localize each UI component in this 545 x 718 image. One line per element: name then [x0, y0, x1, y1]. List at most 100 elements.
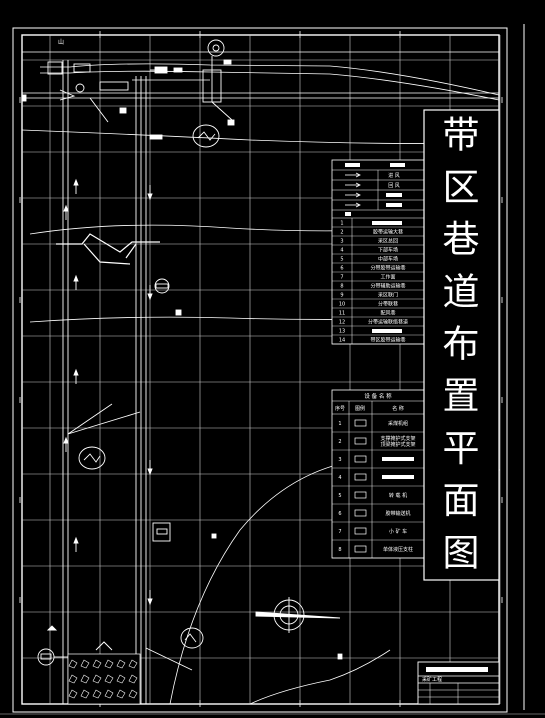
shaft-mark-label: 山: [58, 38, 64, 46]
title-character: 面: [443, 479, 480, 522]
equipment-row-number: 7: [338, 529, 341, 535]
equipment-icon: [354, 419, 367, 427]
equipment-col-name: 名 称: [392, 405, 404, 412]
rock-hatch-mark: [80, 659, 90, 669]
legend-row-name: 工作面: [380, 274, 395, 281]
outer-frame: [12, 27, 508, 713]
legend-row-name: 下部车场: [378, 247, 398, 254]
legend-row-number: 4: [340, 248, 343, 254]
equipment-icon: [354, 437, 367, 445]
rock-hatch-mark: [104, 689, 114, 699]
legend-symbol-label: 回 风: [388, 183, 400, 189]
title-character: 图: [443, 531, 480, 574]
fan-symbol: [192, 124, 220, 148]
legend-arrow-symbol: [355, 192, 361, 198]
rock-hatch-mark: [92, 659, 102, 669]
equipment-row-name: 单体液压支柱: [383, 546, 413, 553]
legend-row-number: 5: [340, 257, 343, 263]
title-character: 置: [443, 375, 480, 418]
legend-row-number: 2: [340, 230, 343, 236]
legend-arrow-symbol: [355, 172, 361, 178]
rock-hatch-mark: [116, 659, 126, 669]
legend-row-number: 3: [340, 239, 343, 245]
top-roadway-details: [21, 39, 235, 140]
equipment-icon: [354, 545, 367, 553]
equipment-row-number: 1: [338, 421, 341, 427]
equipment-name-swatch: [382, 457, 414, 461]
legend-row-number: 10: [339, 302, 345, 308]
equipment-row-name: 采煤机组: [388, 420, 408, 427]
equipment-row-name: 转 载 机: [389, 492, 407, 499]
rock-hatch-mark: [128, 689, 138, 699]
equipment-icon: [354, 509, 367, 517]
legend-row-number: 9: [340, 293, 343, 299]
equipment-row-number: 3: [338, 457, 341, 463]
legend-arrow-symbol: [355, 202, 361, 208]
legend-name-swatch: [372, 221, 402, 225]
equipment-legend-title: 设 备 名 称: [364, 392, 392, 400]
rock-hatch-mark: [80, 689, 90, 699]
airflow-arrows: [63, 178, 153, 606]
legend-row-number: 11: [339, 311, 345, 317]
equipment-icon: [354, 455, 367, 463]
equipment-row-number: 8: [338, 547, 341, 553]
equipment-icon: [354, 473, 367, 481]
equipment-row-name: 胶带输送机: [385, 510, 410, 517]
legend-row-name: 采区总回: [378, 238, 398, 245]
equipment-name-swatch: [382, 475, 414, 479]
title-character: 巷: [443, 218, 480, 261]
equipment-icon: [354, 527, 367, 535]
rock-hatch-mark: [116, 674, 126, 684]
legend-section-swatch: [345, 212, 351, 216]
vertical-roadways: [62, 60, 210, 704]
rock-hatch-mark: [104, 659, 114, 669]
legend-name-swatch: [372, 329, 402, 333]
equipment-row-name: 顶梁掩护式支架: [380, 441, 415, 448]
legend-row-number: 14: [339, 338, 345, 344]
legend-row-name: 采区联门: [378, 292, 398, 299]
equipment-row-number: 4: [338, 475, 341, 481]
legend-arrow-symbol: [355, 182, 361, 188]
equipment-col-icon: 图例: [355, 405, 365, 412]
legend-row-number: 6: [340, 266, 343, 272]
title-character: 带: [443, 114, 480, 157]
lower-left-symbols: [37, 278, 217, 671]
legend-row-number: 1: [340, 221, 343, 227]
rock-hatch-mark: [116, 689, 126, 699]
rock-hatch-mark: [68, 689, 78, 699]
legend-row-number: 7: [340, 275, 343, 281]
title-character: 平: [443, 427, 480, 470]
legend-label-swatch: [386, 193, 402, 197]
equipment-row-number: 6: [338, 511, 341, 517]
rock-hatch-mark: [92, 689, 102, 699]
cross-cut-zigzag: [56, 233, 160, 265]
legend-row-number: 8: [340, 284, 343, 290]
legend-row-name: 分带运输联络巷道: [368, 319, 408, 326]
legend-symbol-label: 进 风: [388, 172, 400, 179]
rock-hatch-mark: [128, 674, 138, 684]
title-block-label: 采矿工程: [422, 676, 442, 683]
legend-row-name: 配风巷: [380, 311, 395, 317]
rock-hatch-mark: [104, 674, 114, 684]
title-block: 采矿工程: [417, 661, 500, 705]
coordinate-grid: [22, 35, 501, 704]
legend-row-name: 胶带运输大巷: [373, 229, 403, 236]
equipment-col-no: 序号: [335, 405, 345, 412]
equipment-row-number: 5: [338, 493, 341, 499]
legend-row-number: 13: [339, 329, 345, 335]
title-character: 道: [443, 270, 480, 313]
rock-hatch-mark: [68, 674, 78, 684]
equipment-row-name: 小 矿 车: [389, 528, 407, 535]
legend-label-swatch: [386, 203, 402, 207]
legend-header-swatch: [390, 163, 405, 167]
rock-hatch-mark: [128, 659, 138, 669]
title-character: 布: [443, 322, 480, 365]
title-character: 区: [443, 166, 480, 209]
legend-row-name: 分带辅助运输巷: [370, 283, 405, 290]
equipment-icon: [354, 491, 367, 499]
equipment-row-name: 支撑掩护式支架: [380, 435, 415, 442]
north-arrow-symbol: [255, 597, 341, 633]
